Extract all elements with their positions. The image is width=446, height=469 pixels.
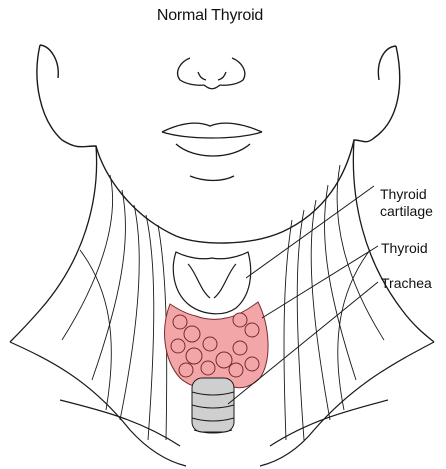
label-thyroid: Thyroid	[381, 240, 428, 256]
mouth	[162, 123, 262, 180]
figure-title: Normal Thyroid	[0, 7, 420, 25]
label-thyroid-cartilage-line2: cartilage	[380, 203, 433, 219]
face-outline	[37, 45, 400, 243]
trachea	[192, 378, 234, 433]
label-thyroid-cartilage-line1: Thyroid	[380, 186, 427, 202]
thyroid-gland	[165, 302, 269, 388]
nose	[178, 58, 245, 89]
leader-cartilage	[246, 186, 374, 278]
label-trachea: Trachea	[381, 275, 432, 291]
leader-thyroid	[262, 246, 378, 318]
thyroid-cartilage	[173, 252, 250, 314]
